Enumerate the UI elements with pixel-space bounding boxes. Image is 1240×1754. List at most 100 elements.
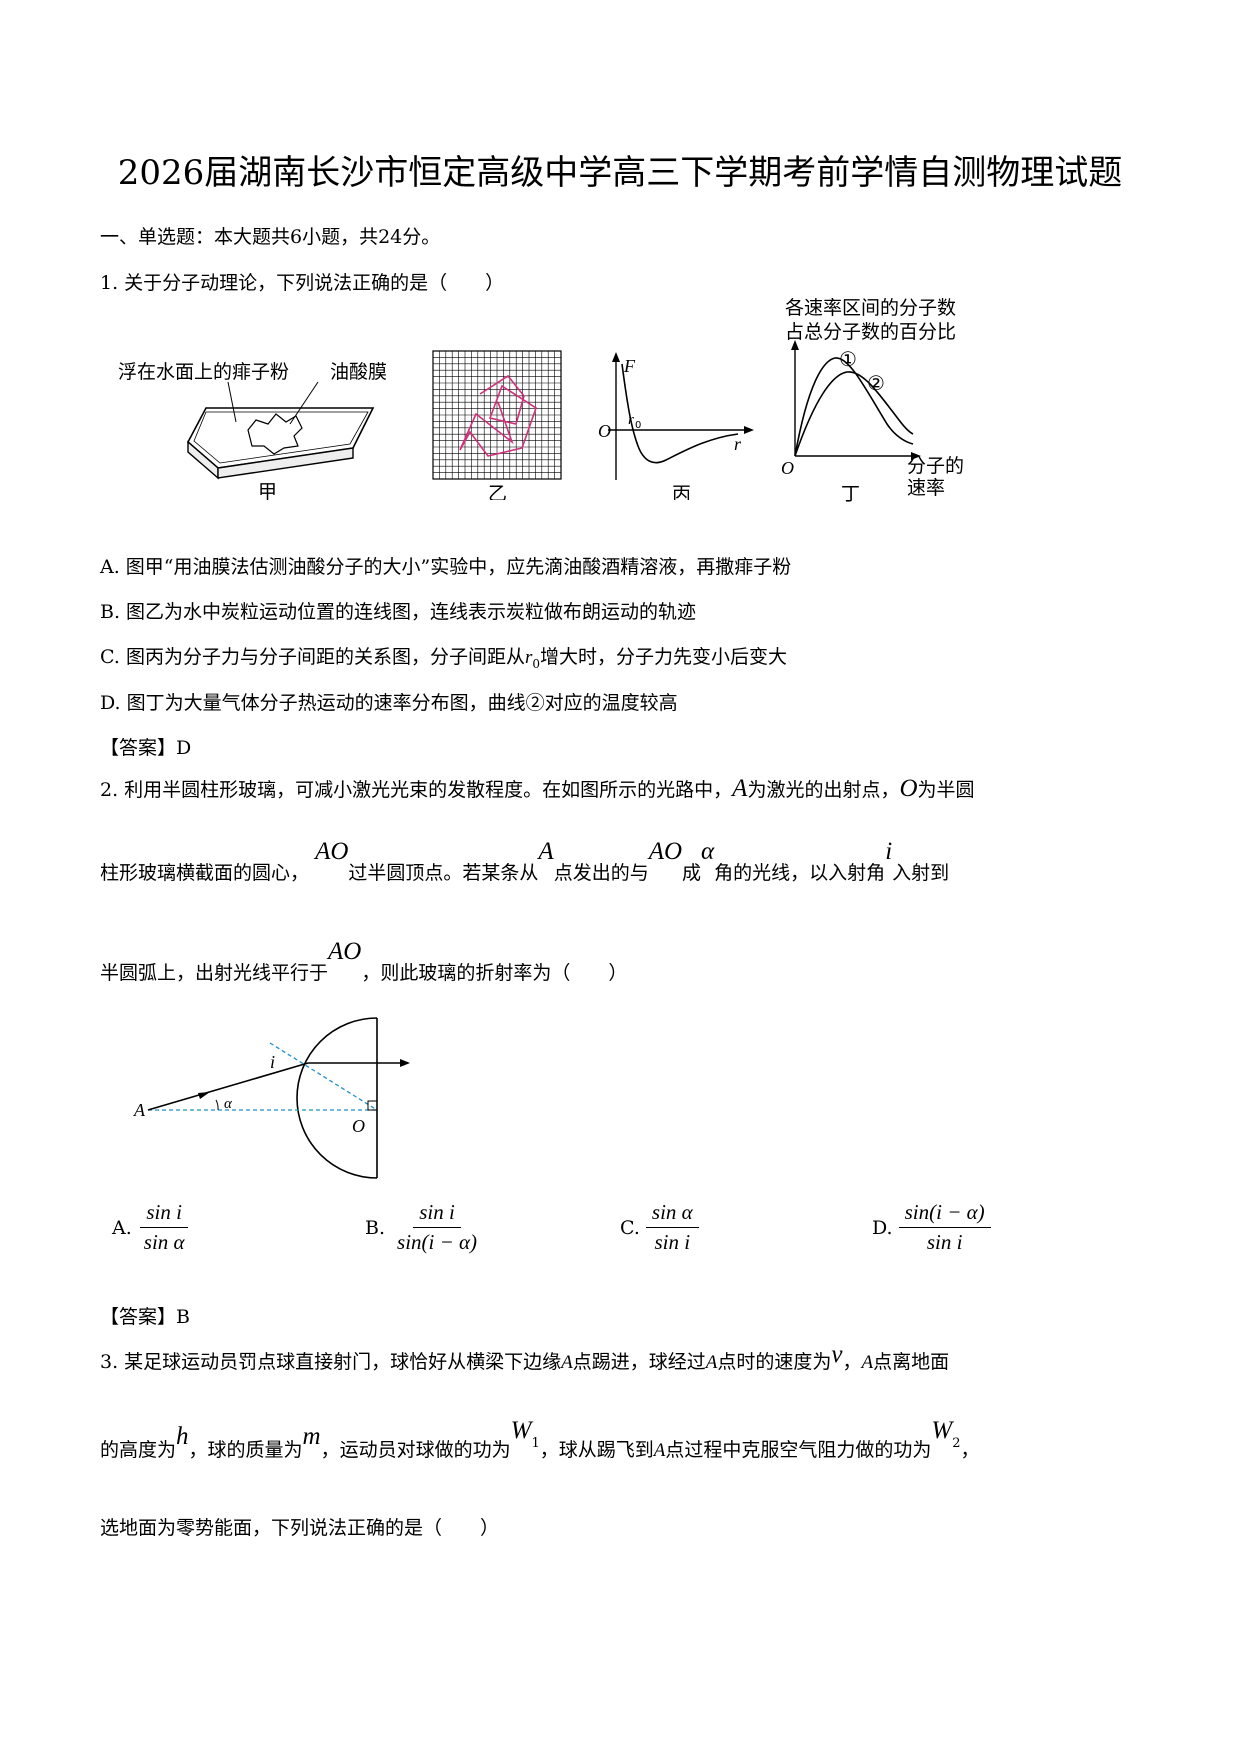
- q1-figure-yi: 乙: [432, 350, 562, 500]
- q3-var-h: h: [176, 1423, 189, 1450]
- q1-option-a: A. 图甲“用油膜法估测油酸分子的大小”实验中，应先滴油酸酒精溶液，再撒痱子粉: [100, 556, 792, 578]
- fig-ding-xlabel-1: 分子的: [907, 455, 964, 477]
- q3-var-A3: A: [861, 1352, 874, 1373]
- q2-l2d: 成: [682, 862, 702, 884]
- q2-opt-b-num: sin i: [413, 1200, 461, 1228]
- q2-l3b: ，则此玻璃的折射率为（ ）: [361, 962, 628, 984]
- fig-bing-r0: r: [628, 412, 634, 428]
- q3-var-W2: W: [931, 1417, 953, 1444]
- fig-bing-F: F: [623, 356, 636, 376]
- q2-option-d: D. sin(i − α)sin i: [872, 1200, 991, 1255]
- q2-var-AO: AO: [315, 838, 349, 865]
- q1-option-c-post: 增大时，分子力先变小后变大: [540, 646, 788, 668]
- fig-ding-ylabel-2: 占总分子数的百分比: [785, 321, 956, 343]
- q3-l2d: ，球从踢飞到: [539, 1439, 654, 1461]
- fig-bing-O: O: [598, 421, 611, 441]
- q3-var-W1: W: [510, 1417, 532, 1444]
- q2-opt-c-den: sin i: [654, 1230, 691, 1254]
- q2-opt-d-fraction: sin(i − α)sin i: [898, 1200, 991, 1255]
- q1-figure-bing: F O r 0 r 丙: [598, 352, 754, 500]
- q3-line-1: 3. 某足球运动员罚点球直接射门，球恰好从横梁下边缘A点踢进，球经过A点时的速度…: [100, 1341, 950, 1375]
- fig-bing-caption: 丙: [672, 483, 691, 500]
- q2-opt-d-label: D.: [872, 1216, 893, 1239]
- q2-opt-a-label: A.: [112, 1216, 132, 1239]
- q1-option-b: B. 图乙为水中炭粒运动位置的连线图，连线表示炭粒做布朗运动的轨迹: [100, 601, 697, 623]
- q2-var-A: A: [732, 775, 748, 802]
- q2-figure-optics: A O i α: [133, 1017, 410, 1179]
- q3-var-v: v: [831, 1341, 843, 1368]
- optics-A: A: [133, 1100, 146, 1120]
- q2-opt-c-num: sin α: [645, 1200, 699, 1228]
- q1-option-c-pre: C. 图丙为分子力与分子间距的关系图，分子间距从: [100, 646, 525, 668]
- q2-l2c: 点发出的与: [553, 862, 649, 884]
- q2-var-alpha: α: [701, 838, 715, 865]
- q2-opt-b-label: B.: [365, 1216, 386, 1239]
- q2-var-O: O: [899, 775, 918, 802]
- q2-var-i: i: [885, 838, 893, 865]
- q1-option-c-r: r: [524, 647, 533, 668]
- q3-l2a: 的高度为: [100, 1439, 177, 1461]
- q2-l2f: 入射到: [892, 862, 950, 884]
- q2-l1c: 为半圆: [917, 779, 975, 801]
- optics-i: i: [270, 1052, 275, 1072]
- section-heading: 一、单选题：本大题共6小题，共24分。: [100, 226, 441, 248]
- q2-l3a: 半圆弧上，出射光线平行于: [100, 962, 329, 984]
- q3-l2e: 点过程中克服空气阻力做的功为: [665, 1439, 932, 1461]
- q2-line-2: 柱形玻璃横截面的圆心， AO过半圆顶点。若某条从A点发出的与AO成α角的光线，以…: [100, 838, 950, 886]
- fig-jia-caption: 甲: [258, 481, 277, 500]
- q2-l1a: 2. 利用半圆柱形玻璃，可减小激光光束的发散程度。在如图所示的光路中，: [100, 779, 733, 801]
- q2-var-A2: A: [538, 838, 554, 865]
- q2-opt-a-den: sin α: [143, 1230, 185, 1254]
- q2-l1b: 为激光的出射点，: [747, 779, 900, 801]
- q2-opt-b-den: sin(i − α): [397, 1230, 478, 1254]
- q2-opt-c-label: C.: [620, 1216, 640, 1239]
- q3-l2c: ，运动员对球做的功为: [320, 1439, 511, 1461]
- q3-var-W2-sub: 2: [952, 1435, 961, 1451]
- q2-l2b: 过半圆顶点。若某条从: [348, 862, 539, 884]
- optics-alpha: α: [224, 1096, 233, 1112]
- fig-bing-r0-sub: 0: [635, 420, 641, 431]
- q2-var-AO3: AO: [328, 938, 362, 965]
- q1-option-c-sub: 0: [532, 656, 540, 671]
- q1-option-c: C. 图丙为分子力与分子间距的关系图，分子间距从r0增大时，分子力先变小后变大: [100, 642, 787, 671]
- q3-var-A2: A: [705, 1352, 718, 1373]
- fig-ding-caption: 丁: [841, 483, 860, 505]
- q2-line-3: 半圆弧上，出射光线平行于AO，则此玻璃的折射率为（ ）: [100, 938, 628, 986]
- q3-l1a: 3. 某足球运动员罚点球直接射门，球恰好从横梁下边缘: [100, 1351, 562, 1373]
- q2-answer: 【答案】B: [100, 1306, 190, 1328]
- q2-l2e: 角的光线，以入射角: [714, 862, 886, 884]
- q3-line-3: 选地面为零势能面，下列说法正确的是（ ）: [100, 1517, 500, 1539]
- q3-l2f: ，: [960, 1439, 980, 1461]
- q3-line-2: 的高度为h，球的质量为m，运动员对球做的功为W1，球从踢飞到A点过程中克服空气阻…: [100, 1417, 980, 1465]
- fig-yi-caption: 乙: [488, 483, 507, 500]
- fig-jia-label-powder: 浮在水面上的痱子粉: [118, 361, 289, 383]
- q3-l1d: ，: [842, 1351, 862, 1373]
- fig-ding-xlabel-2: 速率: [907, 477, 945, 499]
- fig-bing-r: r: [734, 434, 742, 454]
- q3-l1b: 点踢进，球经过: [572, 1351, 706, 1373]
- q3-var-W1-sub: 1: [531, 1435, 540, 1451]
- q3-l1e: 点离地面: [873, 1351, 950, 1373]
- q2-opt-d-num: sin(i − α): [898, 1200, 991, 1228]
- q2-opt-a-num: sin i: [140, 1200, 188, 1228]
- fig-ding-O: O: [781, 458, 794, 478]
- q3-var-m: m: [302, 1423, 321, 1450]
- q2-opt-d-den: sin i: [926, 1230, 963, 1254]
- fig-ding-curve-2: ②: [867, 371, 885, 395]
- q2-var-AO2: AO: [648, 838, 683, 865]
- fig-ding-curve-1: ①: [839, 347, 857, 371]
- q1-answer: 【答案】D: [100, 737, 192, 759]
- optics-O: O: [352, 1116, 365, 1136]
- q1-figure-ding: 各速率区间的分子数 占总分子数的百分比 ① ② O 分子的 速率 丁: [781, 298, 964, 505]
- fig-ding-ylabel-1: 各速率区间的分子数: [785, 298, 956, 319]
- page-title: 2026届湖南长沙市恒定高级中学高三下学期考前学情自测物理试题: [117, 153, 1123, 193]
- fig-jia-label-film: 油酸膜: [330, 361, 387, 383]
- q2-line-1: 2. 利用半圆柱形玻璃，可减小激光光束的发散程度。在如图所示的光路中，A为激光的…: [100, 775, 975, 803]
- q1-figure-jia: 浮在水面上的痱子粉 油酸膜 甲: [118, 361, 387, 500]
